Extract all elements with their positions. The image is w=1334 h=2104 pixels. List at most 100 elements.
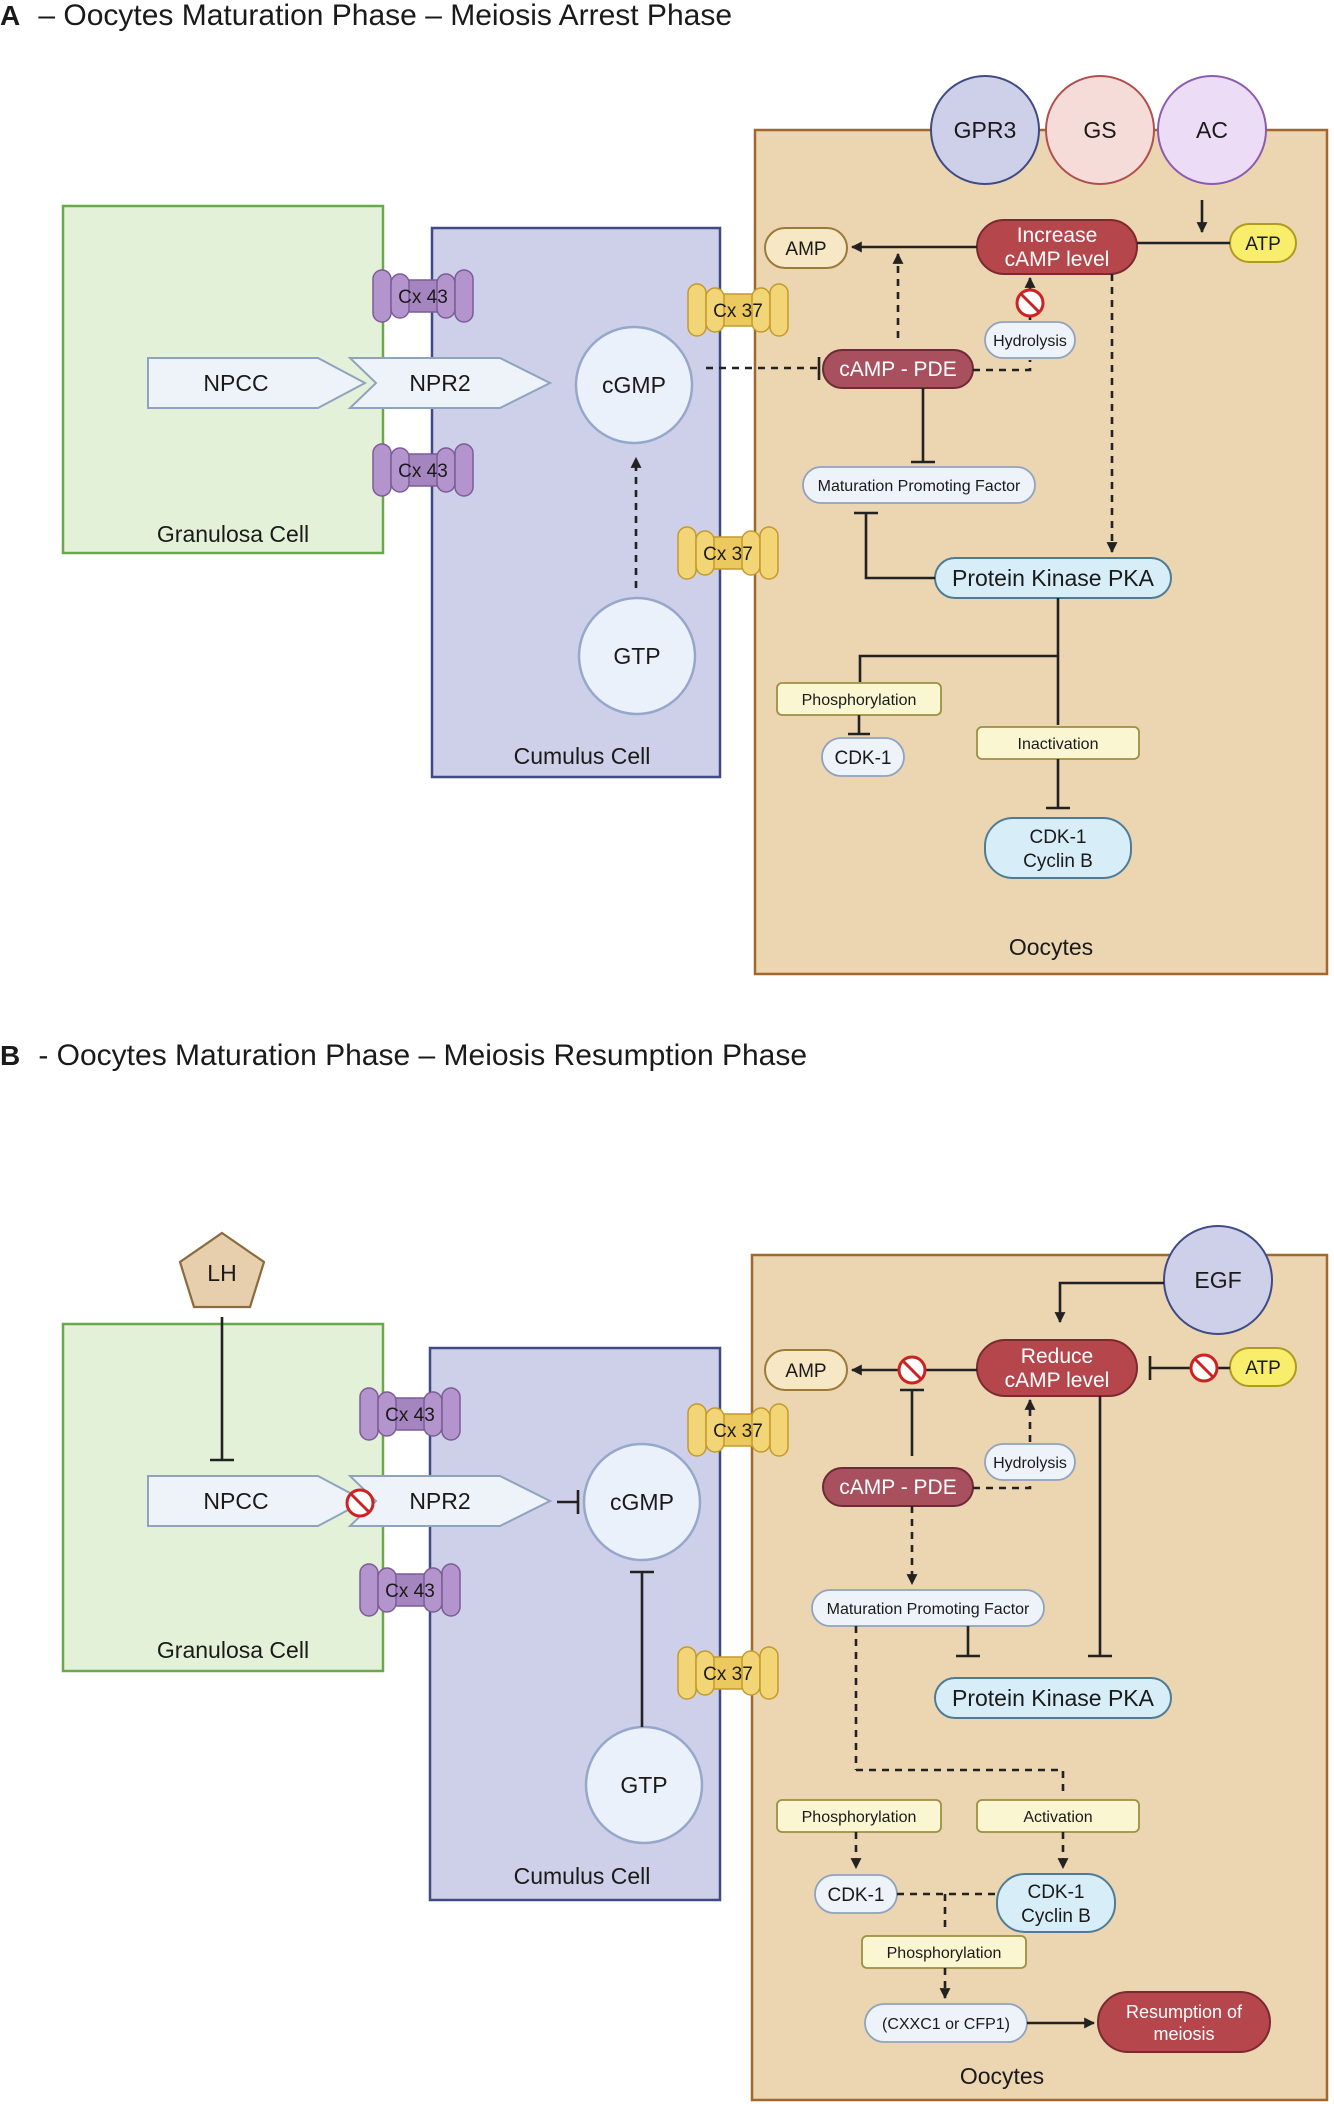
oocytes-label-a: Oocytes <box>1009 934 1093 960</box>
pde-to-hydrolysis-dash-b <box>973 1482 1032 1490</box>
ac-label: AC <box>1196 117 1228 143</box>
granulosa-label-a: Granulosa Cell <box>157 521 309 547</box>
atp-label-b: ATP <box>1245 1358 1281 1379</box>
inhibit-icon-hydrolysis-a <box>1015 288 1045 318</box>
npr2-receptor-a <box>347 357 553 409</box>
panel-a: A – Oocytes Maturation Phase – Meiosis A… <box>0 0 1329 976</box>
cumulus-label-a: Cumulus Cell <box>514 743 651 769</box>
amp-node-a <box>764 227 848 269</box>
inhibit-icon-amp-b <box>897 1355 927 1385</box>
atp-label-a: ATP <box>1245 234 1281 255</box>
lh-hormone <box>178 1231 266 1309</box>
gtp-label-a: GTP <box>613 643 660 669</box>
phosphorylation-left-node-b <box>776 1799 942 1833</box>
increase-camp-label-1: Increase <box>1017 224 1098 247</box>
activation-node-b <box>976 1799 1140 1833</box>
oocytes-label-b: Oocytes <box>960 2063 1044 2089</box>
resumption-meiosis-node <box>1097 1991 1271 2053</box>
phosphorylation-bottom-label-b: Phosphorylation <box>887 1945 1002 1962</box>
pka-branch-left-a <box>858 654 1058 682</box>
gtp-node-b <box>584 1725 704 1845</box>
resumption-label-1: Resumption of <box>1126 2002 1243 2022</box>
hydrolysis-node-b <box>984 1443 1076 1481</box>
gs-node <box>1045 75 1155 185</box>
amp-node-b <box>764 1349 848 1391</box>
cgmp-label-b: cGMP <box>610 1489 674 1515</box>
gtp-node-a <box>577 596 697 716</box>
cdk1-cyclinb-label-1-a: CDK-1 <box>1029 827 1086 848</box>
lh-label: LH <box>207 1260 236 1286</box>
mpf-node-b <box>811 1589 1045 1627</box>
cx37-bottom-label-a: Cx 37 <box>703 544 753 565</box>
gpr3-node <box>930 75 1040 185</box>
cdk1-node-a <box>821 737 905 777</box>
inhibit-icon-atp-b <box>1189 1353 1219 1383</box>
pka-label-a: Protein Kinase PKA <box>952 565 1155 591</box>
mpf-label-a: Maturation Promoting Factor <box>818 478 1021 495</box>
hydrolysis-label-a: Hydrolysis <box>993 333 1067 350</box>
increase-camp-label-2: cAMP level <box>1005 248 1110 271</box>
npcc-label-a: NPCC <box>203 370 268 396</box>
cdk1-cyclinb-node-a <box>984 817 1132 879</box>
cxxc1-label-b: (CXXC1 or CFP1) <box>882 2016 1010 2033</box>
cx43-bottom-label-a: Cx 43 <box>398 461 448 482</box>
pde-to-hydrolysis-dash-a <box>973 360 1032 372</box>
npr2-label-a: NPR2 <box>409 370 470 396</box>
mpf-node-a <box>802 466 1036 504</box>
cumulus-label-b: Cumulus Cell <box>514 1863 651 1889</box>
cx37-bottom-label-b: Cx 37 <box>703 1664 753 1685</box>
npcc-receptor-a <box>147 357 368 409</box>
panel-b: B - Oocytes Maturation Phase – Meiosis R… <box>0 1039 1329 2102</box>
npcc-label-b: NPCC <box>203 1488 268 1514</box>
panel-b-title: - Oocytes Maturation Phase – Meiosis Res… <box>30 1039 807 1072</box>
cx43-top-label-a: Cx 43 <box>398 287 448 308</box>
cx43-top-label-b: Cx 43 <box>385 1405 435 1426</box>
phosphorylation-left-label-b: Phosphorylation <box>802 1809 917 1826</box>
gtp-label-b: GTP <box>620 1772 667 1798</box>
cdk1-cyclinb-label-1-b: CDK-1 <box>1027 1882 1084 1903</box>
gpr3-label: GPR3 <box>954 117 1017 143</box>
cgmp-label-a: cGMP <box>602 372 666 398</box>
inhibit-icon-npcc-npr2 <box>345 1488 375 1518</box>
amp-label-b: AMP <box>785 1361 826 1382</box>
egf-to-camp-arrow <box>1054 1281 1164 1324</box>
cx37-top-label-b: Cx 37 <box>713 1421 763 1442</box>
panel-a-letter: A <box>0 0 20 31</box>
cdk1-cyclinb-label-2-b: Cyclin B <box>1021 1906 1091 1927</box>
reduce-camp-label-2: cAMP level <box>1005 1369 1110 1392</box>
reduce-camp-label-1: Reduce <box>1021 1345 1093 1368</box>
mpf-branch-right-dash-b <box>856 1768 1065 1796</box>
npr2-label-b: NPR2 <box>409 1488 470 1514</box>
npcc-receptor-b <box>147 1475 368 1527</box>
cdk1-cyclinb-node-b <box>996 1873 1116 1933</box>
phosphorylation-label-a: Phosphorylation <box>802 692 917 709</box>
pka-inhibit-mpf-line-a <box>864 513 935 580</box>
cgmp-node-a <box>574 325 694 445</box>
egf-node <box>1163 1225 1273 1335</box>
inactivation-label-a: Inactivation <box>1018 736 1099 753</box>
cgmp-node-b <box>582 1442 702 1562</box>
hydrolysis-label-b: Hydrolysis <box>993 1455 1067 1472</box>
cx37-top-label-a: Cx 37 <box>713 301 763 322</box>
pka-label-b: Protein Kinase PKA <box>952 1685 1155 1711</box>
camp-pde-label-a: cAMP - PDE <box>839 358 956 381</box>
hydrolysis-node-a <box>984 321 1076 359</box>
cdk1-cyclinb-label-2-a: Cyclin B <box>1023 851 1093 872</box>
amp-label-a: AMP <box>785 239 826 260</box>
npr2-receptor-b <box>347 1475 553 1527</box>
cdk1-label-b: CDK-1 <box>827 1885 884 1906</box>
egf-label: EGF <box>1194 1267 1241 1293</box>
activation-label-b: Activation <box>1023 1809 1092 1826</box>
cdk1-label-a: CDK-1 <box>834 748 891 769</box>
cx43-bottom-label-b: Cx 43 <box>385 1581 435 1602</box>
granulosa-label-b: Granulosa Cell <box>157 1637 309 1663</box>
panel-a-title: – Oocytes Maturation Phase – Meiosis Arr… <box>30 0 732 32</box>
camp-pde-label-b: cAMP - PDE <box>839 1476 956 1499</box>
reduce-camp-node <box>976 1339 1138 1397</box>
ac-node <box>1157 75 1267 185</box>
gs-label: GS <box>1083 117 1116 143</box>
pka-node-b <box>934 1677 1172 1719</box>
mpf-label-b: Maturation Promoting Factor <box>827 1601 1030 1618</box>
panel-b-letter: B <box>0 1040 20 1071</box>
